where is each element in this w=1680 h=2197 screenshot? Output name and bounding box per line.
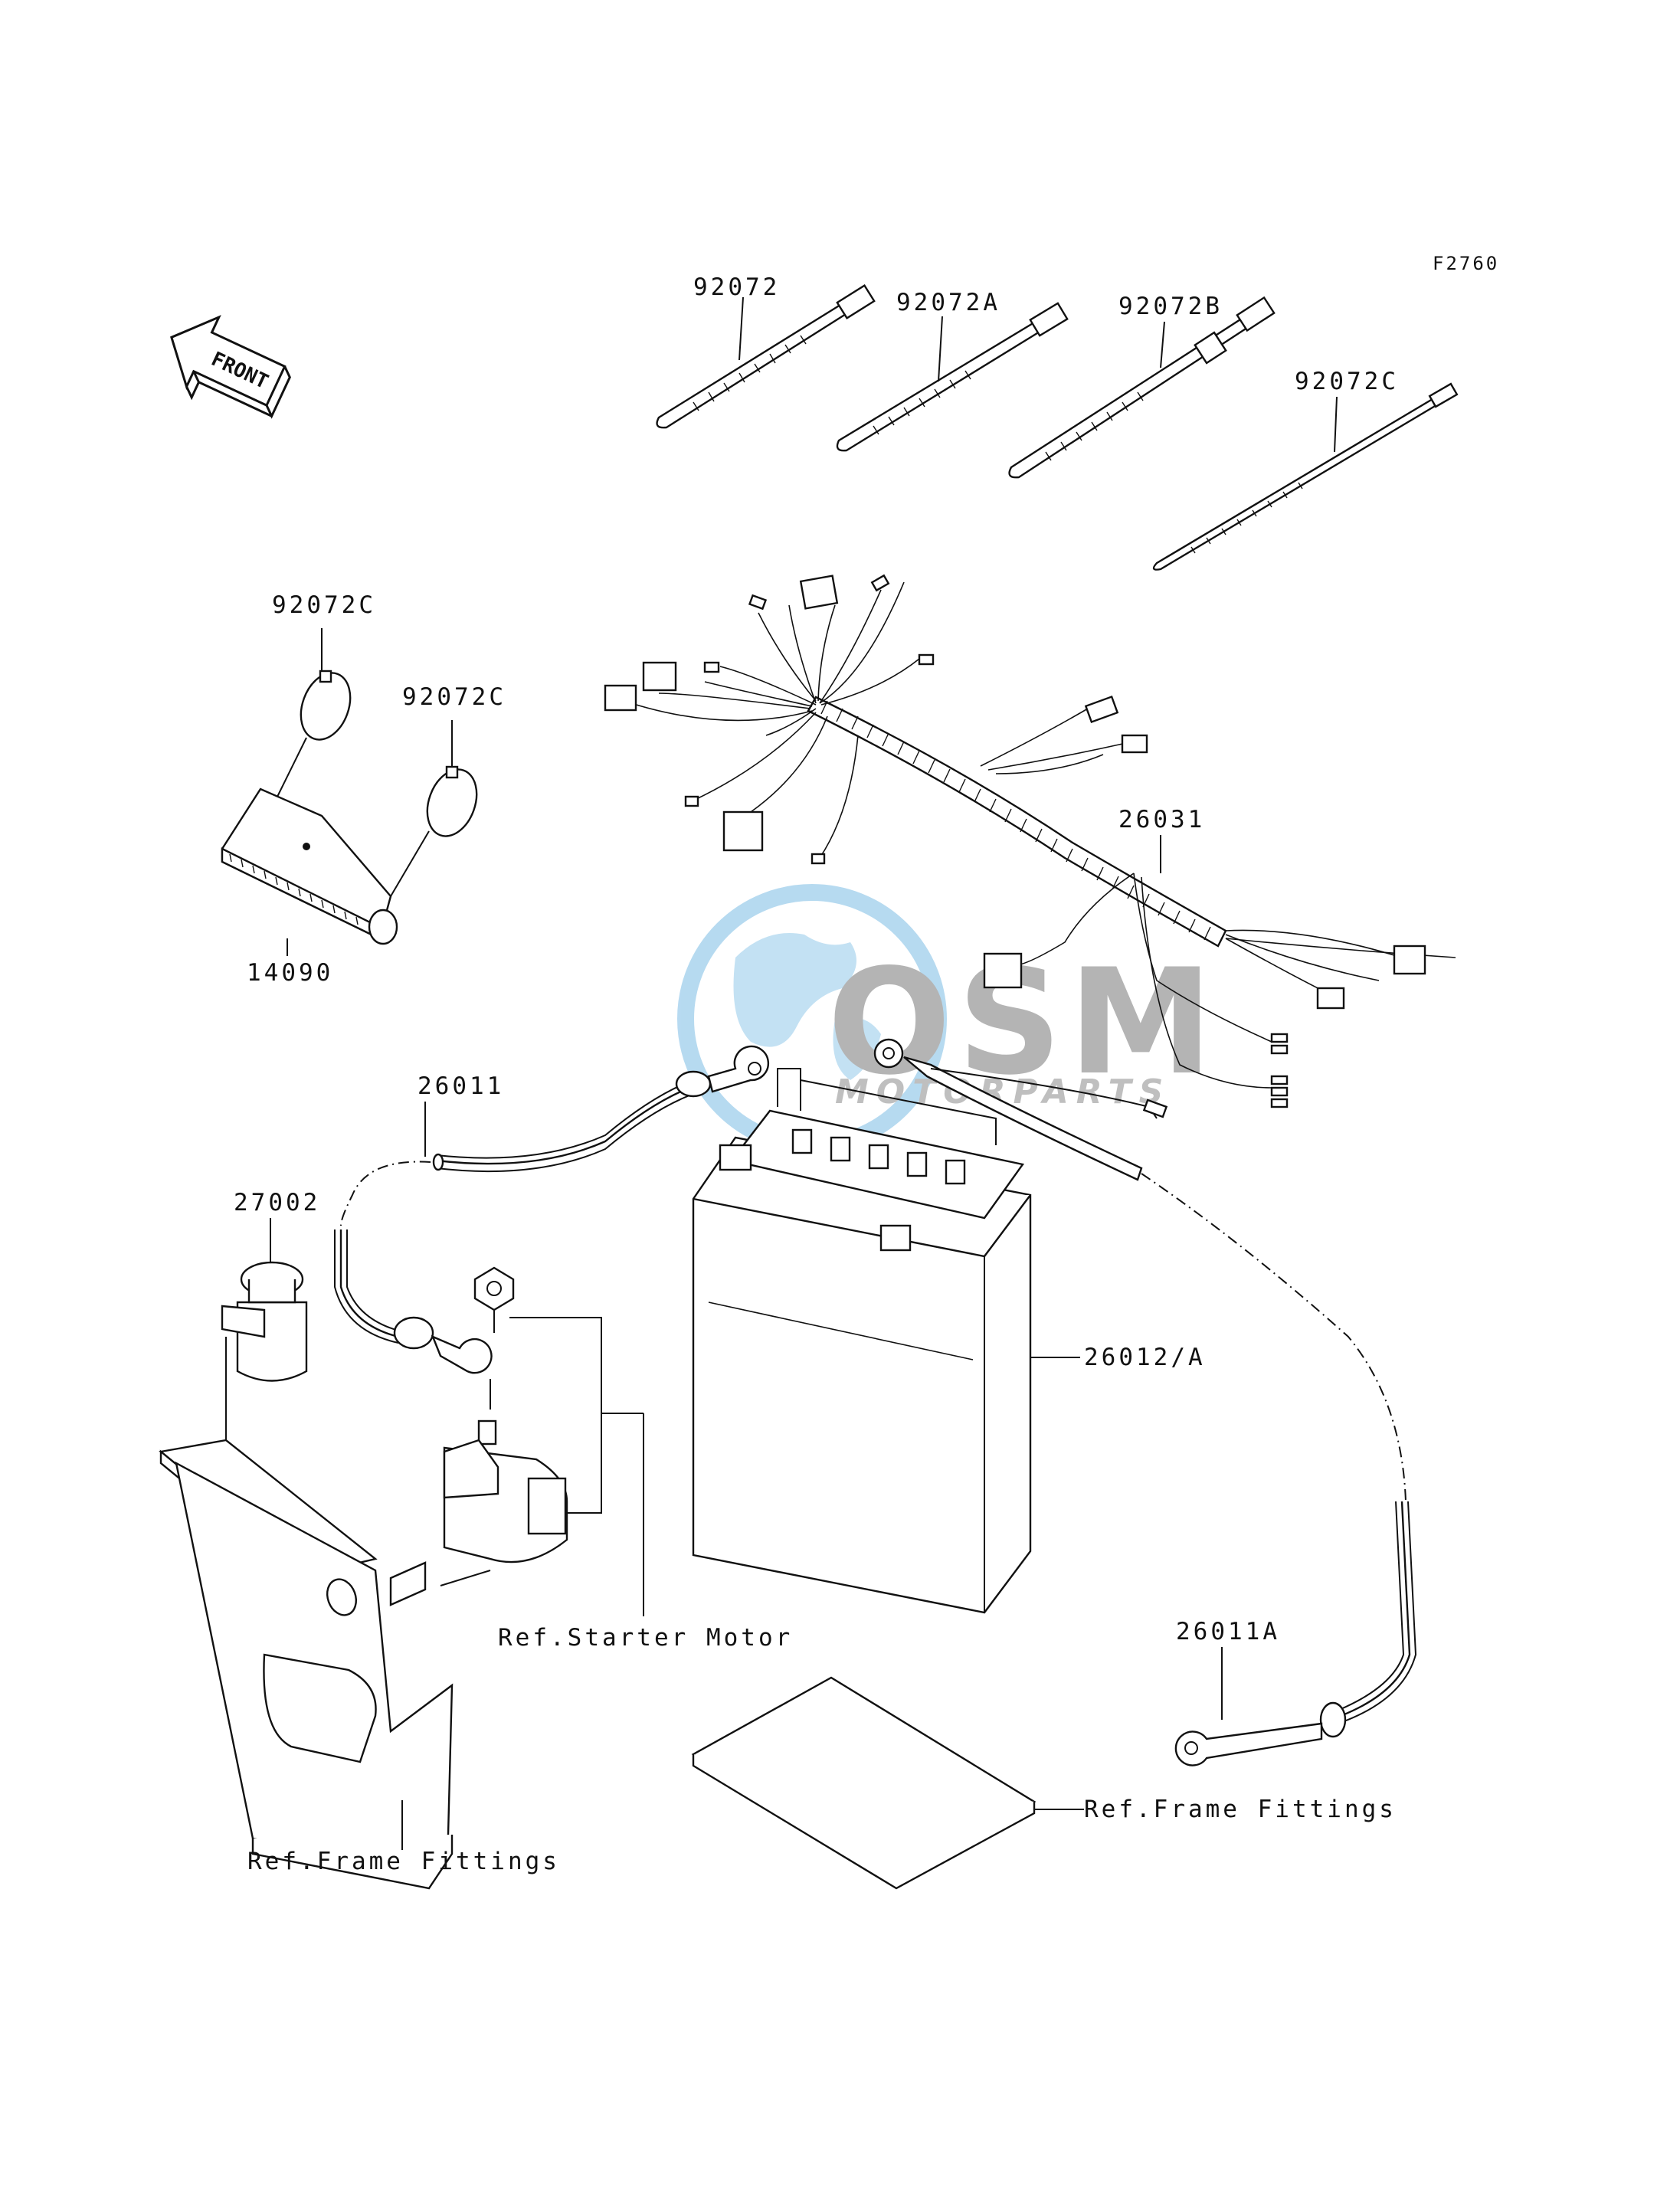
clamp-left-92072c: 92072C [272, 591, 376, 797]
battery-26012a: 26012/A [692, 1068, 1206, 1614]
ref-frame-fittings-left: Ref.Frame Fittings [247, 1848, 560, 1875]
label-92072c: 92072C [1295, 368, 1399, 395]
label-92072: 92072 [693, 273, 780, 301]
osm-watermark: OSM MOTORPARTS [677, 884, 1213, 1154]
ref-frame-fittings-right: Ref.Frame Fittings [1084, 1796, 1397, 1823]
battery-cable-26011: 26011 [334, 1045, 770, 1374]
figure-code: F2760 [1433, 253, 1499, 274]
label-26011: 26011 [418, 1072, 504, 1100]
cable-tie-92072: 92072 [656, 273, 876, 429]
label-26012a: 26012/A [1084, 1344, 1206, 1371]
starter-relay: Ref.Starter Motor [440, 1266, 793, 1652]
frame-bracket: Ref.Frame Fittings [159, 1439, 560, 1890]
frame-panel: Ref.Frame Fittings [691, 1676, 1397, 1890]
cable-tie-92072b: 92072B [1008, 293, 1276, 479]
cable-tie-92072c: 92072C [1152, 368, 1459, 571]
front-arrow: FRONT [170, 315, 291, 419]
label-92072a: 92072A [896, 289, 1000, 316]
label-92072c-left: 92072C [272, 591, 376, 619]
ref-starter-motor: Ref.Starter Motor [498, 1624, 793, 1652]
clamp-right-92072c: 92072C [390, 683, 506, 897]
main-harness-26031: 26031 [604, 574, 1456, 1108]
ground-cable-26011a: 26011A [873, 1038, 1417, 1766]
label-92072b: 92072B [1118, 293, 1223, 320]
relay-box-14090: 14090 [221, 787, 398, 987]
label-26011a: 26011A [1176, 1618, 1280, 1645]
cable-tie-92072a: 92072A [836, 289, 1069, 452]
label-14090: 14090 [247, 959, 333, 987]
label-27002: 27002 [234, 1189, 320, 1216]
label-92072c-right: 92072C [402, 683, 506, 711]
watermark-continents [733, 933, 881, 1080]
fuse-relay-27002: 27002 [221, 1189, 320, 1455]
label-26031: 26031 [1118, 806, 1205, 833]
